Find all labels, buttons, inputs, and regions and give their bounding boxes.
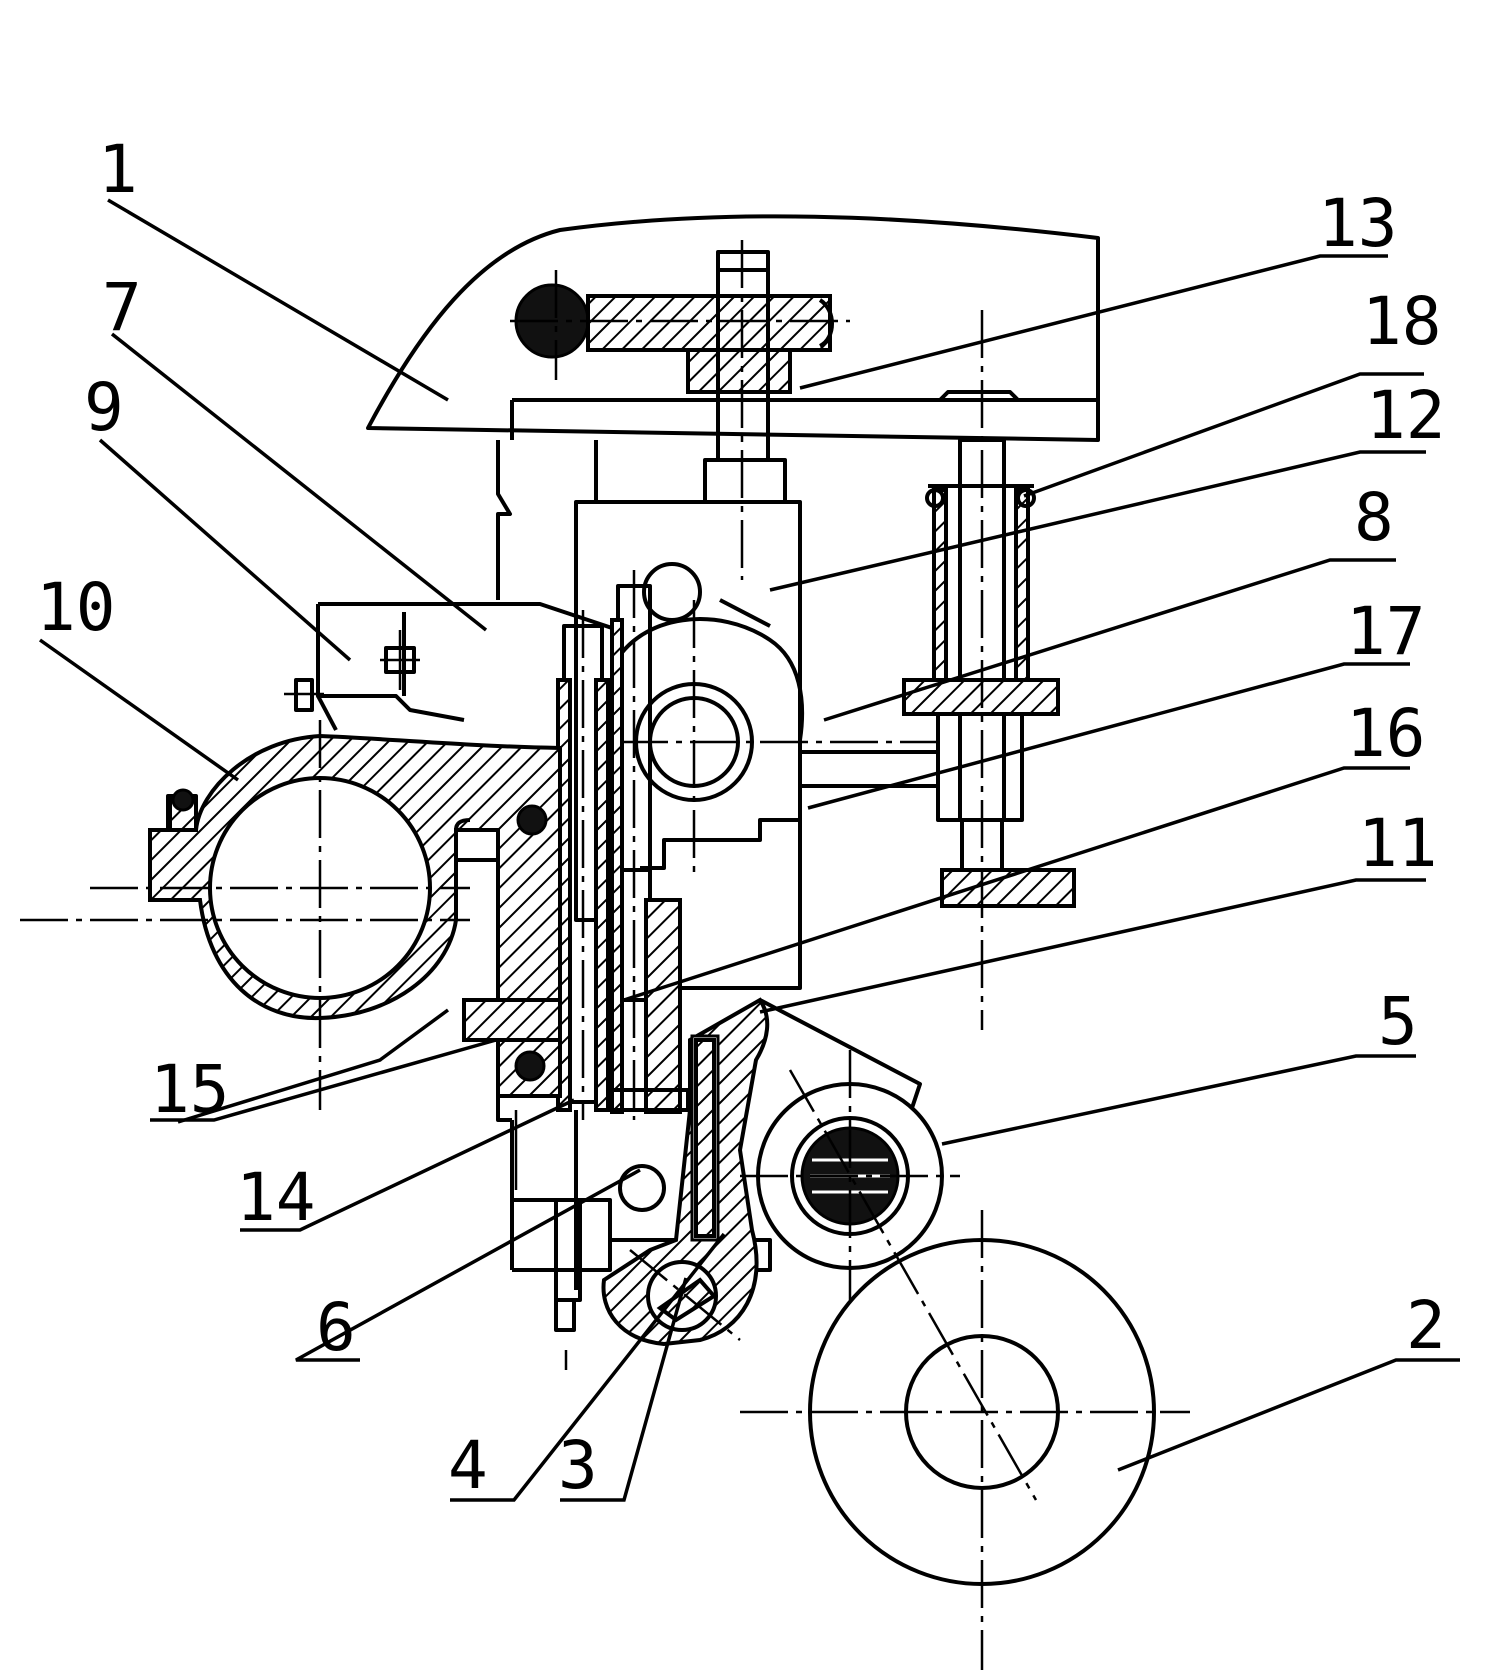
callout-6: 6 xyxy=(316,1289,356,1366)
eccentric-bearing-part-8 xyxy=(612,564,940,880)
right-spindle xyxy=(800,310,1074,1030)
callout-5: 5 xyxy=(1378,983,1418,1060)
callout-7: 7 xyxy=(102,269,142,346)
callout-3: 3 xyxy=(558,1427,598,1504)
callout-11: 11 xyxy=(1358,805,1437,882)
callout-9: 9 xyxy=(84,369,124,446)
callout-1: 1 xyxy=(98,131,138,208)
callout-8: 8 xyxy=(1354,479,1394,556)
wheel-part-2 xyxy=(740,1210,1190,1670)
callout-17: 17 xyxy=(1346,593,1425,670)
callout-12: 12 xyxy=(1366,377,1445,454)
callout-18: 18 xyxy=(1362,283,1441,360)
callout-14: 14 xyxy=(236,1159,315,1236)
callout-4: 4 xyxy=(448,1427,488,1504)
roller-part-5 xyxy=(740,1050,1036,1500)
callout-13: 13 xyxy=(1318,185,1397,262)
callout-15: 15 xyxy=(150,1051,229,1128)
clamp-ring-part-10 xyxy=(20,720,560,1110)
callout-16: 16 xyxy=(1346,695,1425,772)
bracket-part-14 xyxy=(464,1000,560,1270)
callout-10: 10 xyxy=(36,569,115,646)
housing-wall xyxy=(498,440,596,600)
callout-2: 2 xyxy=(1406,1287,1446,1364)
